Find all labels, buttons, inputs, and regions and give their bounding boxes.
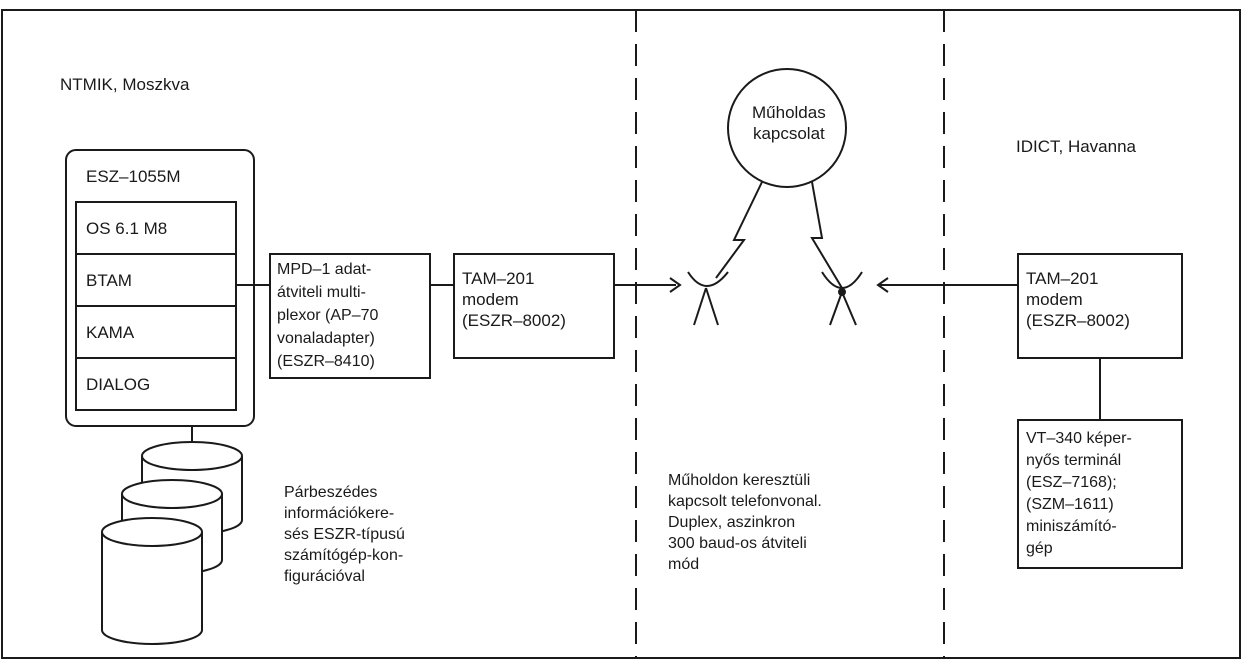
multiplexer-label: MPD–1 adat- átviteli multi- plexor (AP–7… <box>277 261 379 370</box>
arrow-head-left <box>669 277 682 293</box>
disk-stack <box>101 441 243 645</box>
left-site-label: NTMIK, Moszkva <box>60 75 190 94</box>
outer-frame <box>1 9 1241 659</box>
satellite-circle <box>727 68 847 188</box>
module-btam: BTAM <box>86 271 132 290</box>
modem-left-label: TAM–201 modem (ESZR–8002) <box>462 269 566 330</box>
antenna-left-leg <box>705 287 719 326</box>
modem-left-box <box>453 253 615 359</box>
multiplexer-box <box>269 253 431 379</box>
beam-right <box>810 181 843 289</box>
beam-left <box>715 181 763 279</box>
arrow-head-right <box>876 277 889 293</box>
computer-title: ESZ–1055M <box>86 167 181 186</box>
module-dialog: DIALOG <box>86 375 151 394</box>
antenna-right-leg <box>841 291 857 326</box>
disk-back-top <box>141 441 243 471</box>
note-middle: Műholdon keresztüli kapcsolt telefonvona… <box>668 472 822 573</box>
antenna-right-leg <box>829 291 843 326</box>
terminal-label: VT–340 képer- nyős terminál (ESZ–7168); … <box>1026 430 1132 557</box>
disk-front-top <box>101 517 203 547</box>
disk-front <box>101 532 203 645</box>
antenna-left-leg <box>693 287 707 326</box>
module-os: OS 6.1 M8 <box>86 219 168 238</box>
antenna-left-dish <box>687 271 729 287</box>
disk-middle-top <box>121 479 223 509</box>
modem-right-label: TAM–201 modem (ESZR–8002) <box>1026 269 1130 330</box>
module-kama: KAMA <box>86 323 135 342</box>
right-site-label: IDICT, Havanna <box>1016 137 1136 156</box>
note-left: Párbeszédes információkere- sés ESZR-típ… <box>284 484 405 585</box>
satellite-label: Műholdas kapcsolat <box>752 103 826 143</box>
terminal-box <box>1017 419 1183 569</box>
computer-outer-box <box>65 149 255 427</box>
antenna-right-dish <box>821 271 863 289</box>
